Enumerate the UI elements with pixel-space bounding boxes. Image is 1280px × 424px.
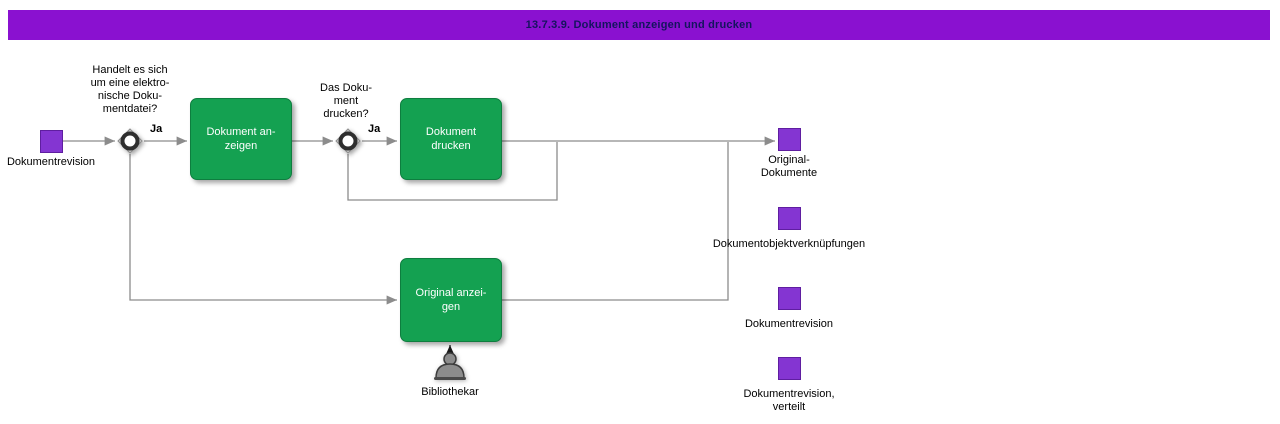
role-label: Bibliothekar: [421, 386, 479, 398]
title-banner: 13.7.3.9. Dokument anzeigen und drucken: [8, 10, 1270, 40]
object-dokumentrevision-verteilt[interactable]: [778, 357, 801, 380]
decision1-gateway[interactable]: [117, 128, 143, 154]
task-original-anzeigen[interactable]: Original anzei- gen: [400, 258, 502, 342]
object-original-dokumente[interactable]: [778, 128, 801, 151]
object-dokumentrevision-input[interactable]: [40, 130, 63, 153]
object-label: Dokumentrevision: [6, 156, 96, 168]
decision1-question: Handelt es sich um eine elektro- nische …: [90, 64, 170, 115]
task-dokument-drucken[interactable]: Dokument drucken: [400, 98, 502, 180]
decision2-question: Das Doku- ment drucken?: [320, 82, 372, 120]
object-dokumentobjektverknuepfungen[interactable]: [778, 207, 801, 230]
decision2-gateway[interactable]: [335, 128, 361, 154]
connector-task3-to-output: [501, 142, 729, 301]
object-dokumentrevision-output[interactable]: [778, 287, 801, 310]
page-title: 13.7.3.9. Dokument anzeigen und drucken: [525, 19, 753, 31]
object-label: Dokumentobjektverknüpfungen: [712, 238, 866, 250]
task-dokument-anzeigen[interactable]: Dokument an- zeigen: [190, 98, 292, 180]
person-icon[interactable]: [430, 350, 470, 384]
decision1-yes-label: Ja: [150, 123, 163, 135]
object-label: Dokumentrevision: [744, 318, 834, 330]
decision2-yes-label: Ja: [368, 123, 381, 135]
object-label: Dokumentrevision, verteilt: [743, 388, 835, 413]
object-label: Original- Dokumente: [760, 154, 818, 179]
